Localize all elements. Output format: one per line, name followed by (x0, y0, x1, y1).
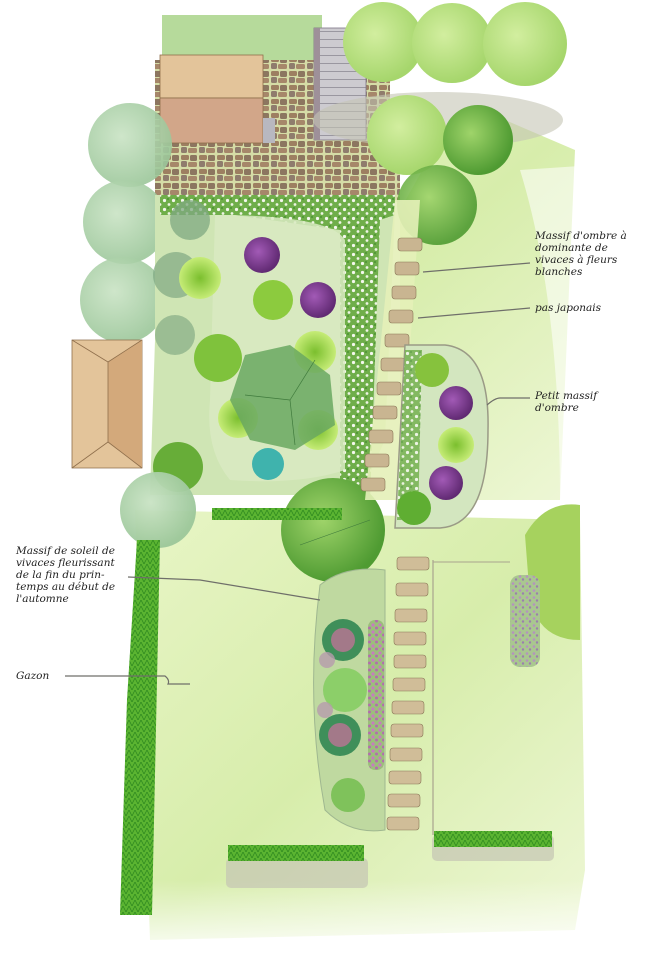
low-hedge-top (212, 508, 342, 520)
label-lawn: Gazon (16, 670, 50, 682)
small-shade-bed (394, 344, 489, 529)
shed-building (159, 54, 275, 144)
annotation-leaders (65, 262, 531, 685)
left-hedge (120, 540, 160, 915)
japanese-steps-lower (386, 556, 510, 835)
label-small-shade-bed: Petit massif d'ombre (535, 390, 598, 414)
middle-trees (120, 472, 385, 582)
sun-bed (313, 568, 386, 832)
left-trees (80, 103, 172, 343)
label-sun-bed: Massif de soleil de vivaces fleurissant … (16, 545, 116, 605)
japanese-steps-upper (360, 200, 423, 500)
right-tree (510, 504, 580, 667)
house-roof (71, 339, 143, 469)
label-japanese-steps: pas japonais (535, 302, 602, 314)
label-shade-bed: Massif d'ombre à dominante de vivaces à … (535, 230, 627, 278)
bottom-hedges (226, 831, 554, 888)
